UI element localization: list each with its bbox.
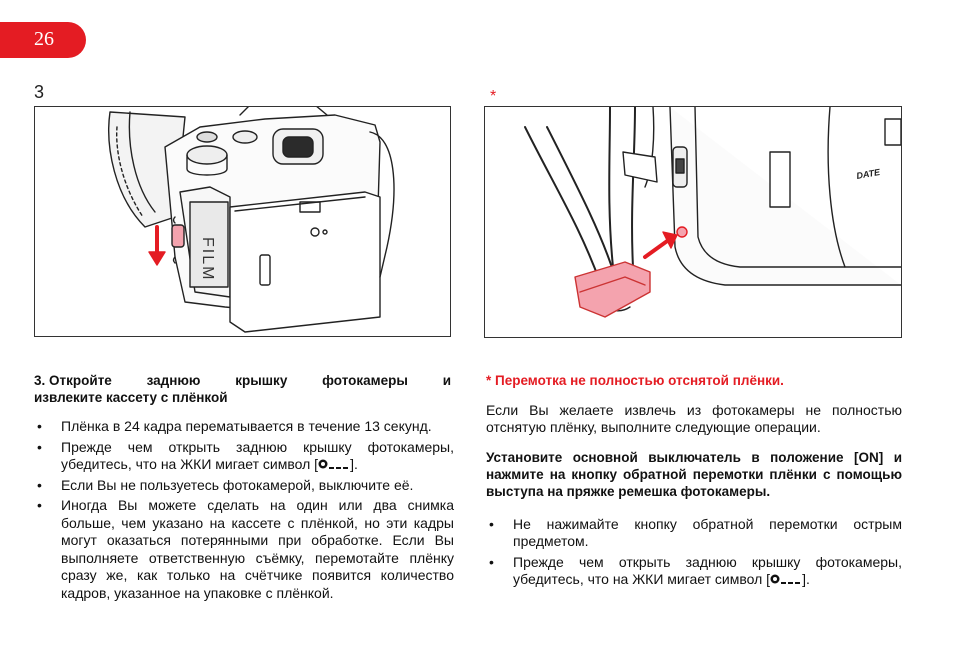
bullet-text: Прежде чем открыть заднюю крышку фотокам… bbox=[61, 438, 454, 473]
step-heading: 3. Откройте заднюю крышку фотокамеры и bbox=[34, 372, 454, 389]
bullet-dot: • bbox=[37, 418, 42, 434]
bullet-text: Плёнка в 24 кадра перематывается в течен… bbox=[61, 418, 432, 434]
film-cassette-lcd-icon bbox=[770, 574, 801, 584]
left-text-column: 3. Откройте заднюю крышку фотокамеры и и… bbox=[34, 372, 454, 602]
figure-asterisk: * bbox=[490, 88, 497, 105]
bullet-dot: • bbox=[37, 438, 42, 455]
intro-paragraph: Если Вы желаете извлечь из фотокамеры не… bbox=[486, 401, 902, 436]
bullet-text: Иногда Вы можете сделать на один или два… bbox=[61, 497, 454, 601]
strap-buckle-illustration: DATE bbox=[484, 106, 902, 338]
page-number: 26 bbox=[34, 28, 54, 50]
bullet-dot: • bbox=[37, 497, 42, 513]
right-text-column: * Перемотка не полностью отснятой плёнки… bbox=[486, 372, 902, 589]
bullet-text: Прежде чем открыть заднюю крышку фотокам… bbox=[513, 553, 902, 588]
film-cassette-lcd-icon bbox=[318, 459, 349, 469]
partial-rewind-heading: * Перемотка не полностью отснятой плёнки… bbox=[486, 373, 784, 388]
list-item: • Прежде чем открыть заднюю крышку фоток… bbox=[486, 554, 902, 589]
list-item: • Плёнка в 24 кадра перематывается в теч… bbox=[34, 418, 454, 436]
bullet-text: Если Вы не пользуетесь фотокамерой, выкл… bbox=[61, 476, 414, 493]
bullet-suffix: ]. bbox=[350, 456, 358, 472]
step-heading-line1: Откройте заднюю крышку фотокамеры и bbox=[49, 373, 452, 388]
list-item: • Прежде чем открыть заднюю крышку фоток… bbox=[34, 439, 454, 474]
bullet-dot: • bbox=[489, 553, 494, 570]
film-label: FILM bbox=[199, 237, 216, 281]
step-number: 3. bbox=[34, 373, 46, 388]
bullet-dot: • bbox=[489, 515, 494, 532]
list-item: • Иногда Вы можете сделать на один или д… bbox=[34, 497, 454, 602]
date-label: DATE bbox=[856, 167, 882, 181]
step-heading-line2: извлеките кассету с плёнкой bbox=[34, 390, 228, 405]
bullet-dot: • bbox=[37, 476, 42, 493]
instruction-paragraph: Установите основной выключатель в положе… bbox=[486, 449, 902, 499]
figure-number: 3 bbox=[34, 82, 45, 102]
camera-back-illustration: FILM bbox=[34, 106, 451, 337]
bullet-suffix: ]. bbox=[802, 571, 810, 587]
page-number-tab bbox=[0, 22, 86, 58]
list-item: • Не нажимайте кнопку обратной перемотки… bbox=[486, 516, 902, 551]
bullet-text: Не нажимайте кнопку обратной перемотки о… bbox=[513, 515, 902, 550]
list-item: • Если Вы не пользуетесь фотокамерой, вы… bbox=[34, 477, 454, 495]
